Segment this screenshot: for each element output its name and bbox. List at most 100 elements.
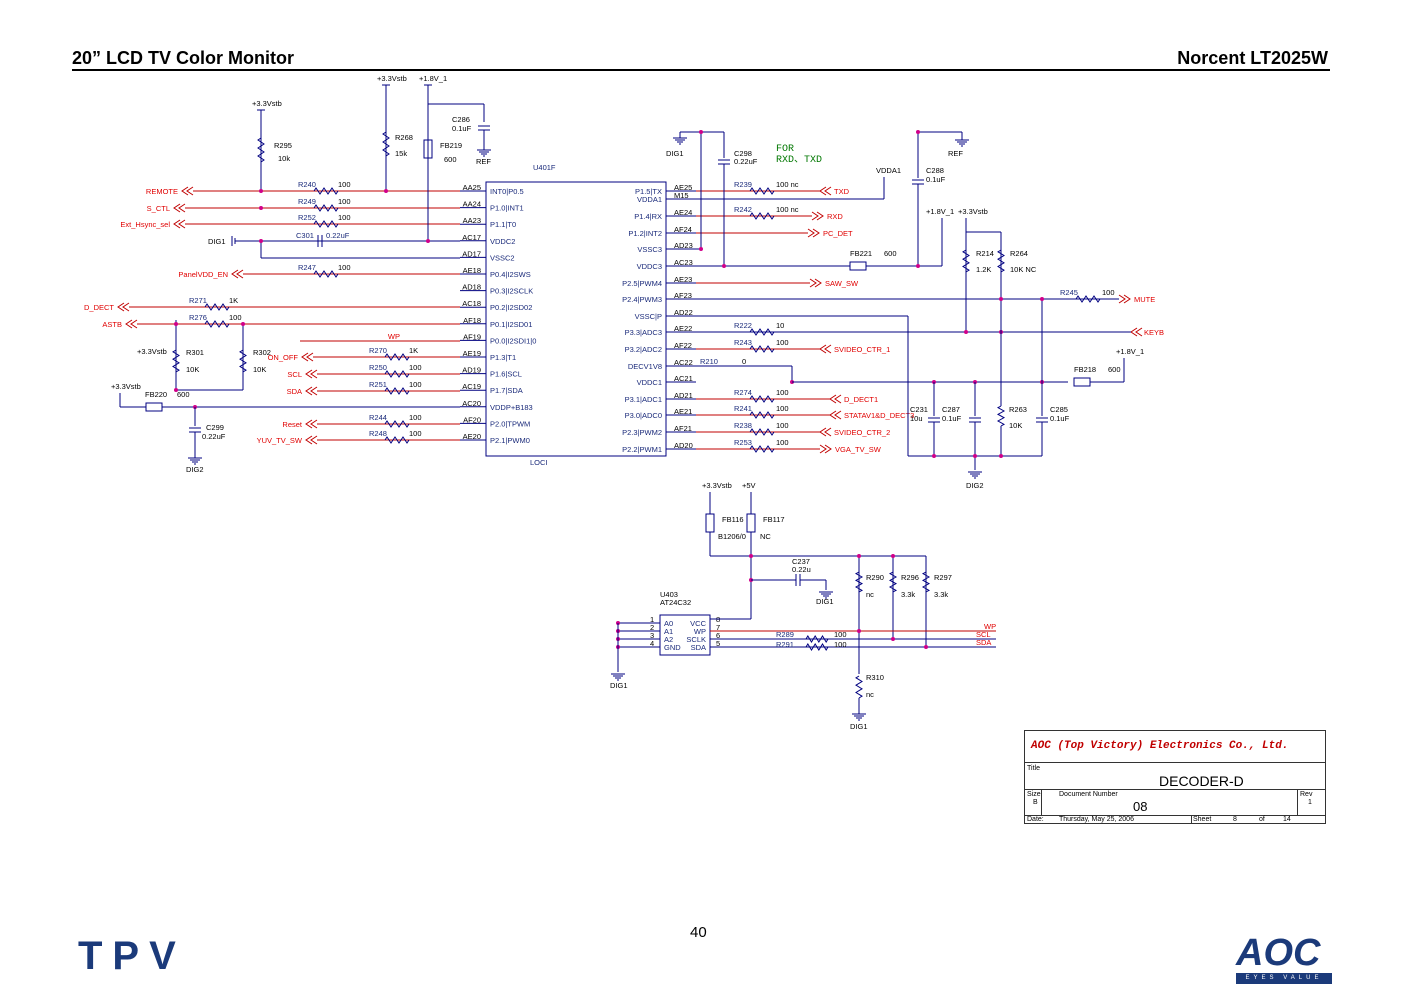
resistor <box>382 131 390 157</box>
divider <box>1025 815 1325 816</box>
component-ref: R253 <box>734 438 752 447</box>
pin-number: AE18 <box>463 266 481 275</box>
junction-dot <box>699 130 703 134</box>
pin-name: SDA <box>691 643 706 652</box>
port-arrow <box>305 419 318 429</box>
component-ref: FB220 <box>145 390 167 399</box>
junction-dot <box>891 637 895 641</box>
ground-label: DIG1 <box>610 681 628 690</box>
pin-name: P1.5|TX <box>635 187 662 196</box>
resistor <box>384 387 410 395</box>
company-name: AOC (Top Victory) Electronics Co., Ltd. <box>1031 740 1289 752</box>
pin-name: P1.3|T1 <box>490 353 516 362</box>
component-value: 0.22uF <box>734 157 758 166</box>
pin-name: VDDC2 <box>490 237 515 246</box>
component-ref: C287 <box>942 405 960 414</box>
component-value: 100 <box>776 421 789 430</box>
pin-number: AC20 <box>462 399 481 408</box>
pin-number: AF19 <box>463 332 481 341</box>
pin-name: P3.2|ADC2 <box>625 345 662 354</box>
date-label: Date: <box>1027 816 1044 823</box>
component-value: 600 <box>444 155 457 164</box>
junction-dot <box>916 264 920 268</box>
resistor <box>313 220 339 228</box>
component-ref: R310 <box>866 673 884 682</box>
pin-name: P0.2|I2SD02 <box>490 303 532 312</box>
net-label: PC_DET <box>823 229 853 238</box>
component-value: 10u <box>910 414 923 423</box>
junction-dot <box>964 330 968 334</box>
component-ref: C298 <box>734 149 752 158</box>
pin-name: P2.4|PWM3 <box>622 295 662 304</box>
power-label: +3.3Vstb <box>252 99 282 108</box>
pin-number: AE24 <box>674 208 692 217</box>
pin-name: WP <box>694 627 706 636</box>
pin-number: AA24 <box>463 200 481 209</box>
component-value: 10 <box>776 321 784 330</box>
component-ref: R249 <box>298 197 316 206</box>
pin-name: P0.0|I2SDI1|0 <box>490 336 536 345</box>
component-value: 100 <box>338 213 351 222</box>
net-label: Ext_Hsync_sel <box>120 220 170 229</box>
pin-name: VDDA1 <box>637 195 662 204</box>
resistor <box>854 571 864 593</box>
component-ref: R295 <box>274 141 292 150</box>
ferrite-bead <box>1073 377 1091 387</box>
pin-number: AF24 <box>674 225 692 234</box>
component-ref: FB116 <box>722 515 744 524</box>
pin-number: AF22 <box>674 341 692 350</box>
resistor <box>805 643 829 651</box>
sheet-title: DECODER-D <box>1159 773 1244 789</box>
ic-u403 <box>659 614 711 656</box>
pin-name: P1.4|RX <box>634 212 662 221</box>
ground-label: DIG1 <box>816 597 834 606</box>
pin-name: P3.0|ADC0 <box>625 411 662 420</box>
component-value: 0.1uF <box>1050 414 1070 423</box>
net-label: VGA_TV_SW <box>835 445 882 454</box>
net-label: DIG1 <box>208 237 226 246</box>
component-ref: R289 <box>776 630 794 639</box>
port-arrow <box>819 427 832 437</box>
component-ref: R291 <box>776 640 794 649</box>
component-ref: FB221 <box>850 249 872 258</box>
junction-dot <box>999 454 1003 458</box>
component-value: 100 <box>834 630 847 639</box>
page-number: 40 <box>690 924 707 941</box>
component-ref: R271 <box>189 296 207 305</box>
port-arrow <box>819 344 832 354</box>
pin-number: AF18 <box>463 316 481 325</box>
component-value: 10K NC <box>1010 265 1037 274</box>
component-ref: R241 <box>734 404 752 413</box>
rev-label: Rev <box>1300 791 1313 798</box>
junction-dot <box>259 239 263 243</box>
port-arrow <box>305 369 318 379</box>
component-value: 0.1uF <box>452 124 472 133</box>
tpv-logo: TPV <box>78 934 186 978</box>
resistor <box>921 571 931 593</box>
pin-number: AF21 <box>674 424 692 433</box>
pin-name: P2.3|PWM2 <box>622 428 662 437</box>
pin-name: P1.6|SCL <box>490 370 522 379</box>
component-ref: R297 <box>934 573 952 582</box>
component-value: 100 <box>338 180 351 189</box>
resistor <box>749 328 775 336</box>
port-arrow <box>819 444 832 454</box>
port-arrow <box>811 211 824 221</box>
port-arrow <box>1118 294 1131 304</box>
net-label: SVIDEO_CTR_1 <box>834 345 890 354</box>
resistor <box>962 249 970 273</box>
ic-part: AT24C32 <box>660 598 691 607</box>
component-value: 100 nc <box>776 180 799 189</box>
net-label: WP <box>984 622 996 631</box>
component-value: 600 <box>1108 365 1121 374</box>
port-arrow <box>231 269 244 279</box>
resistor <box>749 187 775 195</box>
resistor <box>204 320 230 328</box>
component-ref: R238 <box>734 421 752 430</box>
ground-label: DIG1 <box>850 722 868 731</box>
title-block: AOC (Top Victory) Electronics Co., Ltd. … <box>1024 730 1326 824</box>
resistor <box>749 345 775 353</box>
resistor <box>384 420 410 428</box>
component-ref: R214 <box>976 249 994 258</box>
component-ref: R290 <box>866 573 884 582</box>
